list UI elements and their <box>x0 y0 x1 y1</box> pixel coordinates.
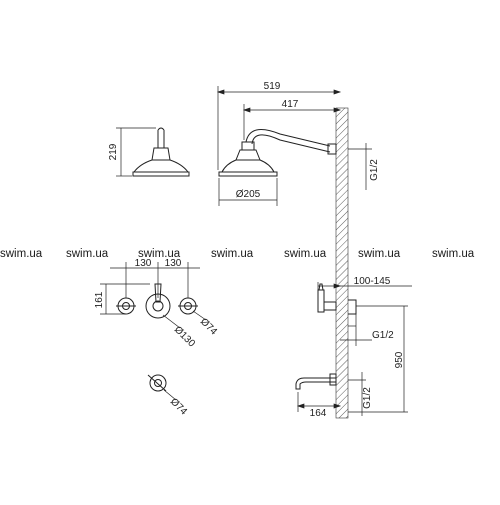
watermark-1: swim.ua <box>0 248 43 260</box>
dim-thread-bottom <box>348 372 366 416</box>
label-total-width: 519 <box>264 81 281 92</box>
valve-center-plate <box>145 283 171 319</box>
dim-height-950 <box>348 305 408 413</box>
dim-spacing <box>110 262 200 298</box>
watermark-2: swim.ua <box>66 248 109 260</box>
label-valve-height: 161 <box>94 291 105 308</box>
dim-handle-diameter-leader <box>162 310 207 329</box>
label-head-diameter: Ø205 <box>236 189 261 200</box>
shower-head-front <box>218 141 278 177</box>
watermark-6: swim.ua <box>358 248 401 260</box>
dim-head-diameter <box>218 178 278 206</box>
watermark-5: swim.ua <box>284 248 327 260</box>
watermark-3: swim.ua <box>138 248 181 260</box>
shower-arm <box>245 129 337 155</box>
label-spacing-left: 130 <box>135 258 152 269</box>
valve-side-view <box>317 283 357 315</box>
dim-thread-top <box>348 143 372 190</box>
label-spout-length: 164 <box>310 408 327 419</box>
valve-left-handle <box>116 297 136 315</box>
label-handle-diameter: Ø74 <box>198 316 219 337</box>
dim-valve-height <box>100 283 150 315</box>
label-thread-middle: G1/2 <box>372 330 394 341</box>
wall-hatch <box>335 107 349 419</box>
dim-total-width <box>216 86 342 170</box>
dim-spout-length <box>296 392 342 412</box>
watermark-4: swim.ua <box>211 248 254 260</box>
label-thread-top: G1/2 <box>369 159 380 181</box>
label-handle-diameter-bottom: Ø74 <box>168 396 189 417</box>
label-offset-range: 100-145 <box>354 276 391 287</box>
dim-offset-range <box>317 282 412 290</box>
shower-head-side-view <box>132 127 190 177</box>
dim-thread-middle <box>340 300 372 346</box>
dim-head-height <box>116 127 156 177</box>
label-spacing-right: 130 <box>165 258 182 269</box>
watermark-7: swim.ua <box>432 248 475 260</box>
spout-side-view <box>295 373 337 390</box>
valve-right-handle <box>178 297 198 315</box>
label-arm-length: 417 <box>282 99 299 110</box>
dim-handle-diameter-bottom-leader <box>163 389 177 401</box>
dim-arm-length <box>242 104 342 140</box>
label-plate-diameter: Ø130 <box>172 324 197 349</box>
label-thread-bottom: G1/2 <box>362 387 373 409</box>
spout-handle-front <box>147 374 167 392</box>
label-height-950: 950 <box>394 351 405 368</box>
label-head-height: 219 <box>108 143 119 160</box>
